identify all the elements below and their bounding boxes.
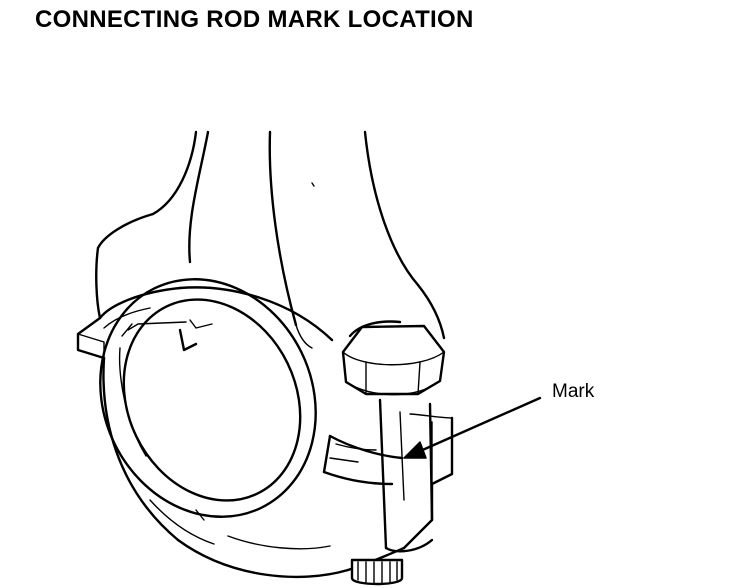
cap-bolt-boss — [378, 398, 434, 553]
arrow-head-icon — [403, 441, 427, 459]
mark-leader-arrow — [403, 396, 542, 459]
page-title: CONNECTING ROD MARK LOCATION — [35, 6, 474, 33]
bolt-thread-tip — [350, 558, 404, 586]
rod-shank — [151, 130, 446, 349]
hex-bolt-head — [341, 320, 446, 396]
mark-callout-label: Mark — [552, 381, 595, 402]
rod-big-end-shoulder — [95, 212, 334, 342]
bearing-cap — [102, 356, 434, 579]
